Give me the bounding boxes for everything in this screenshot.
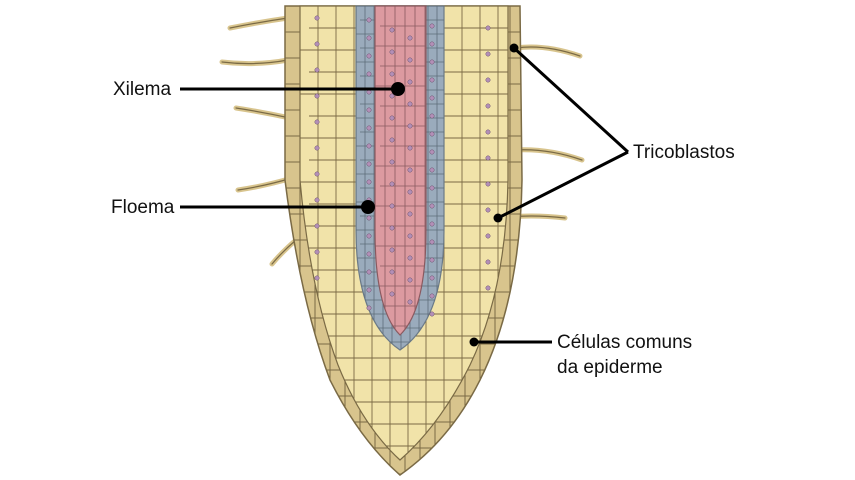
nucleus [429, 257, 435, 263]
nucleus [389, 93, 395, 99]
nucleus [407, 145, 413, 151]
nucleus [389, 225, 395, 231]
xylem-dot [391, 82, 405, 96]
trichoblast-pointer-line-upper [512, 46, 630, 154]
nucleus [314, 145, 320, 151]
nucleus [407, 167, 413, 173]
nucleus [407, 57, 413, 63]
nucleus [389, 291, 395, 297]
nucleus [366, 53, 372, 59]
nucleus [429, 293, 435, 299]
nucleus [314, 223, 320, 229]
nucleus [485, 25, 491, 31]
nucleus [366, 125, 372, 131]
label-trichoblasts: Tricoblastos [633, 142, 735, 163]
nucleus [429, 23, 435, 29]
trichoblast-pointer-line-lower [497, 150, 629, 220]
nucleus [485, 259, 491, 265]
nucleus [429, 185, 435, 191]
nucleus [429, 113, 435, 119]
nucleus [389, 137, 395, 143]
nucleus [314, 15, 320, 21]
label-xylem: Xilema [113, 79, 172, 100]
nucleus [366, 161, 372, 167]
nucleus [314, 275, 320, 281]
nucleus [407, 211, 413, 217]
nucleus [314, 171, 320, 177]
label-dots [361, 43, 519, 347]
nucleus [314, 41, 320, 47]
nucleus [366, 215, 372, 221]
nucleus [366, 251, 372, 257]
nucleus [429, 41, 435, 47]
nucleus [389, 71, 395, 77]
nucleus [389, 181, 395, 187]
phloem-dot [361, 200, 375, 214]
nucleus [407, 233, 413, 239]
nucleus [485, 233, 491, 239]
nucleus [389, 27, 395, 33]
nucleus [389, 115, 395, 121]
nucleus [366, 233, 372, 239]
nucleus [429, 221, 435, 227]
nucleus [485, 77, 491, 83]
nucleus [389, 159, 395, 165]
nucleus [485, 155, 491, 161]
nucleus [366, 269, 372, 275]
nucleus [407, 277, 413, 283]
nucleus [366, 35, 372, 41]
nucleus [389, 247, 395, 253]
cell-nuclei [314, 15, 491, 317]
nucleus [407, 79, 413, 85]
nucleus [366, 71, 372, 77]
label-epidermis-line1: Células comuns [557, 332, 692, 353]
nucleus [429, 149, 435, 155]
nucleus [389, 269, 395, 275]
nucleus [366, 143, 372, 149]
nucleus [429, 275, 435, 281]
nucleus [429, 203, 435, 209]
nucleus [485, 207, 491, 213]
nucleus [485, 129, 491, 135]
nucleus [485, 103, 491, 109]
nucleus [485, 285, 491, 291]
trichoblast-dot-upper [509, 43, 519, 53]
nucleus [314, 67, 320, 73]
nucleus [429, 95, 435, 101]
nucleus [407, 35, 413, 41]
nucleus [485, 51, 491, 57]
nucleus [389, 49, 395, 55]
nucleus [407, 189, 413, 195]
nucleus [429, 59, 435, 65]
label-epidermis-line2: da epiderme [557, 357, 663, 378]
nucleus [429, 131, 435, 137]
nucleus [429, 311, 435, 317]
nucleus [314, 197, 320, 203]
label-pointers [180, 46, 630, 344]
nucleus [407, 123, 413, 129]
label-phloem: Floema [111, 197, 175, 218]
nucleus [407, 299, 413, 305]
nucleus [366, 17, 372, 23]
nucleus [429, 239, 435, 245]
nucleus [429, 167, 435, 173]
trichoblast-dot-lower [493, 213, 503, 223]
nucleus [389, 203, 395, 209]
nucleus [314, 93, 320, 99]
nucleus [485, 181, 491, 187]
nucleus [429, 77, 435, 83]
nucleus [366, 179, 372, 185]
nucleus [407, 255, 413, 261]
nucleus [366, 287, 372, 293]
nucleus [366, 305, 372, 311]
nucleus [314, 249, 320, 255]
nucleus [314, 119, 320, 125]
nucleus [407, 101, 413, 107]
epidermis-dot [469, 337, 479, 347]
nucleus [366, 107, 372, 113]
